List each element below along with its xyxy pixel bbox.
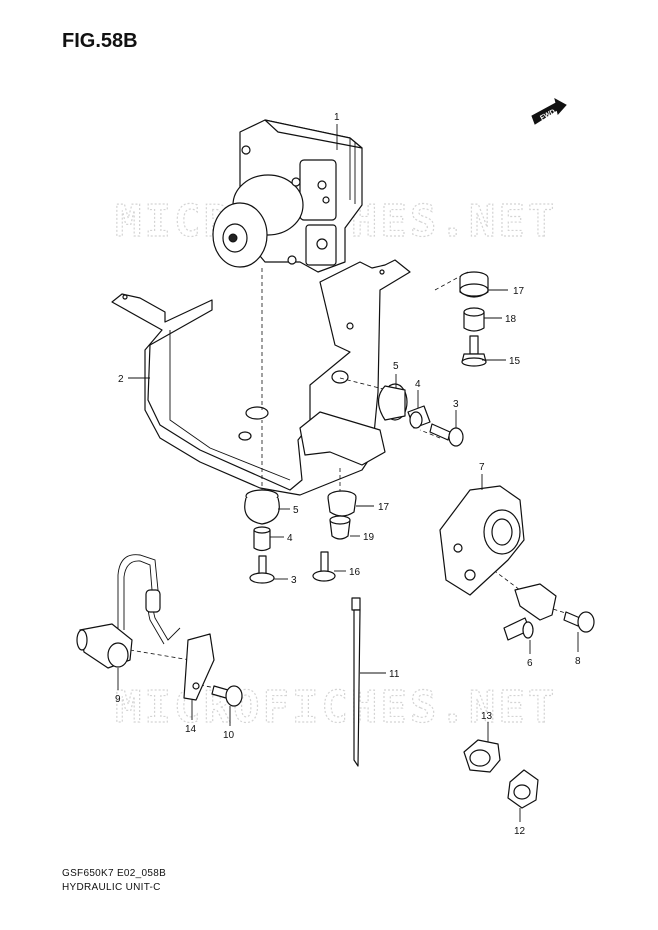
cable-tie xyxy=(351,597,361,767)
grommet-lower xyxy=(327,490,357,517)
spacer-lower xyxy=(253,526,271,552)
callout-17-lower: 17 xyxy=(378,502,390,513)
callout-11: 11 xyxy=(389,669,400,680)
callout-8: 8 xyxy=(575,656,581,667)
callout-1: 1 xyxy=(334,112,340,123)
cushion-upper xyxy=(377,383,408,421)
callout-19: 19 xyxy=(363,532,375,543)
bracket xyxy=(111,259,411,496)
bolt-10 xyxy=(211,685,243,707)
hydraulic-unit xyxy=(212,119,363,273)
callout-10: 10 xyxy=(223,730,235,741)
sensor-bracket xyxy=(439,485,525,596)
clamp-13 xyxy=(463,739,501,773)
bolt-3-lower xyxy=(249,555,275,584)
callout-15: 15 xyxy=(509,356,521,367)
fwd-arrow-icon: FWD xyxy=(531,98,567,125)
bolt-15 xyxy=(461,335,487,367)
wheel-sensor-front xyxy=(76,554,181,669)
callout-6: 6 xyxy=(527,658,533,669)
callout-17-upper: 17 xyxy=(513,286,525,297)
bolt-8 xyxy=(563,611,595,633)
callout-7: 7 xyxy=(479,462,485,473)
callout-4-upper: 4 xyxy=(415,379,421,390)
spacer-upper xyxy=(407,405,431,429)
callout-14: 14 xyxy=(185,724,197,735)
footer-figure-code: GSF650K7 E02_058B xyxy=(62,868,167,879)
callout-16: 16 xyxy=(349,567,361,578)
callout-12: 12 xyxy=(514,826,526,837)
callout-5-lower: 5 xyxy=(293,505,299,516)
figure-title: FIG.58B xyxy=(62,30,138,52)
cushion-lower xyxy=(244,489,280,525)
clamp-12 xyxy=(507,769,539,809)
callout-5-upper: 5 xyxy=(393,361,399,372)
harness-clamp xyxy=(183,633,215,701)
bolt-16 xyxy=(312,551,336,582)
callout-18: 18 xyxy=(505,314,517,325)
callout-13: 13 xyxy=(481,711,493,722)
callout-9: 9 xyxy=(115,694,121,705)
collar-upper xyxy=(463,307,485,332)
callout-3-lower: 3 xyxy=(291,575,297,586)
watermark-bottom: MICROFICHES.NET xyxy=(115,682,557,733)
collar-lower xyxy=(329,515,351,540)
callout-4-lower: 4 xyxy=(287,533,293,544)
grommet-upper xyxy=(459,271,489,298)
wheel-sensor-rear xyxy=(503,583,557,641)
callout-3-upper: 3 xyxy=(453,399,459,410)
bolt-3-upper xyxy=(429,423,464,447)
footer-figure-name: HYDRAULIC UNIT-C xyxy=(62,882,161,893)
leader-lines xyxy=(117,124,579,822)
callout-2: 2 xyxy=(118,374,124,385)
